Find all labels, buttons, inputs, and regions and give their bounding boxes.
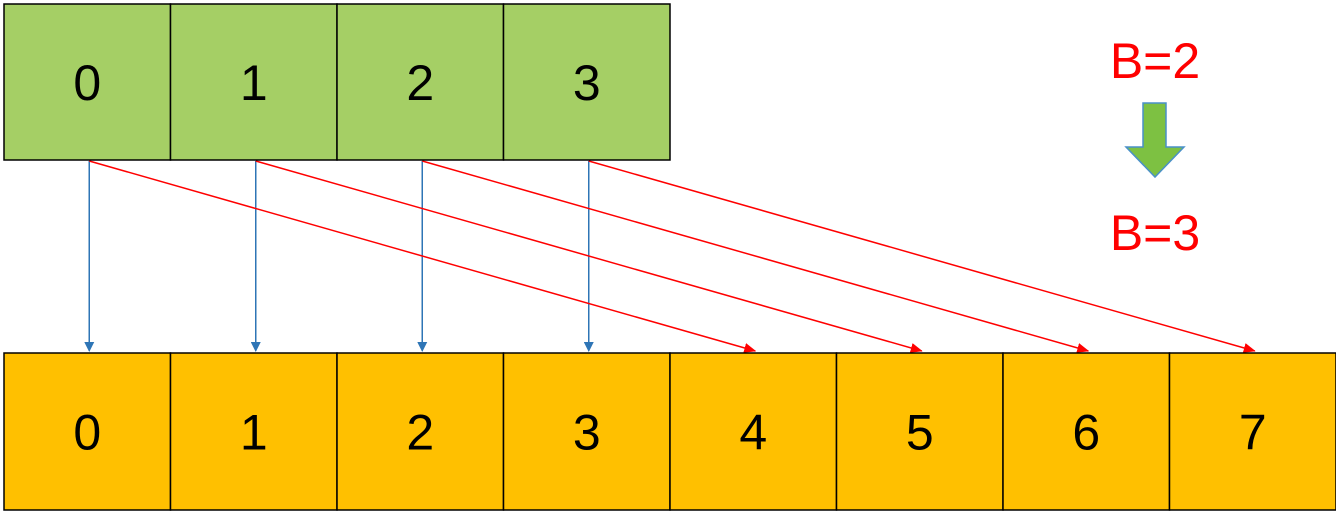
mapping-arrows [84, 160, 1256, 353]
new-bucket-cell: 6 [1002, 352, 1171, 511]
new-bucket-cell-box [3, 352, 172, 511]
old-bucket-cell-box [3, 3, 172, 161]
old-bucket-cell: 1 [169, 3, 338, 161]
new-bucket-cell: 2 [336, 352, 505, 511]
new-bucket-cell-label: 0 [73, 405, 101, 461]
old-bucket-cell-box [169, 3, 338, 161]
old-bucket-cell-label: 2 [406, 55, 434, 111]
label-after: B=3 [1110, 205, 1200, 261]
bucket-count-legend: B=2 B=3 [1110, 33, 1200, 261]
rehash-arrow [89, 160, 757, 353]
old-bucket-cell-box [336, 3, 505, 161]
new-bucket-cell-label: 3 [573, 405, 601, 461]
new-bucket-cell-label: 7 [1239, 405, 1267, 461]
old-bucket-cell: 2 [336, 3, 505, 161]
rehash-arrow [588, 160, 1256, 353]
old-bucket-cell-label: 0 [73, 55, 101, 111]
down-arrow-icon [1124, 102, 1186, 179]
new-bucket-cell-label: 2 [406, 405, 434, 461]
new-bucket-cell: 3 [502, 352, 671, 511]
new-bucket-cell: 7 [1168, 352, 1336, 511]
new-bucket-cell-box [835, 352, 1004, 511]
label-before: B=2 [1110, 33, 1200, 89]
new-bucket-cell-box [169, 352, 338, 511]
new-bucket-cell: 0 [3, 352, 172, 511]
new-bucket-cell-label: 1 [240, 405, 268, 461]
old-bucket-cell-label: 3 [573, 55, 601, 111]
old-bucket-cell: 0 [3, 3, 172, 161]
new-bucket-cell-label: 5 [906, 405, 934, 461]
new-bucket-cell-box [669, 352, 838, 511]
rehash-arrow [255, 160, 923, 353]
new-bucket-cell-box [502, 352, 671, 511]
old-bucket-array: 0 1 2 3 [3, 3, 671, 161]
new-bucket-cell-box [1168, 352, 1336, 511]
new-bucket-cell: 5 [835, 352, 1004, 511]
new-bucket-cell-label: 6 [1072, 405, 1100, 461]
old-bucket-cell-box [502, 3, 671, 161]
rehash-arrow [422, 160, 1090, 353]
new-bucket-array: 0 1 2 3 4 5 6 7 [3, 352, 1336, 511]
new-bucket-cell: 1 [169, 352, 338, 511]
old-bucket-cell: 3 [502, 3, 671, 161]
new-bucket-cell-box [1002, 352, 1171, 511]
new-bucket-cell-label: 4 [739, 405, 767, 461]
old-bucket-cell-label: 1 [240, 55, 268, 111]
new-bucket-cell: 4 [669, 352, 838, 511]
